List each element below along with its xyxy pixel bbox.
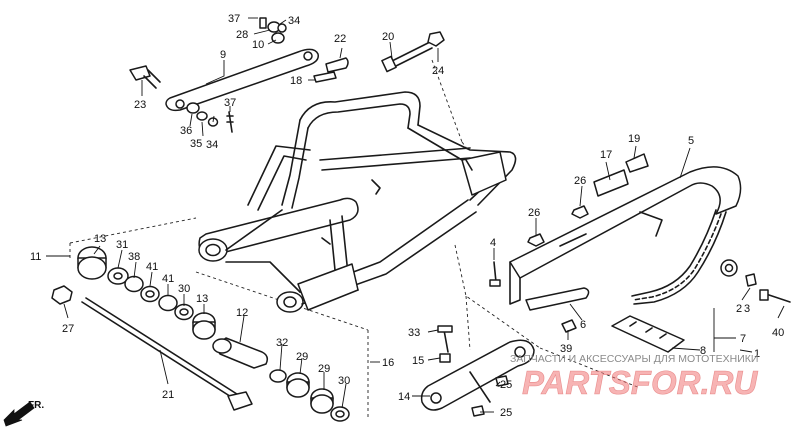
- callout-31: 31: [116, 239, 128, 251]
- callout-3: 3: [744, 303, 750, 315]
- callout-4: 4: [490, 237, 496, 249]
- callout-21: 21: [162, 389, 174, 401]
- callout-22: 22: [334, 33, 346, 45]
- callout-41: 41: [146, 261, 158, 273]
- callout-27: 27: [62, 323, 74, 335]
- callout-10: 10: [252, 39, 264, 51]
- callout-13: 13: [94, 233, 106, 245]
- callout-28: 28: [236, 29, 248, 41]
- callout-15: 15: [412, 355, 424, 367]
- callout-32: 32: [276, 337, 288, 349]
- callout-numbers: 37 34 28 10 9 22 20 24 18 23 37 36 35 34…: [30, 13, 784, 419]
- callout-30: 30: [178, 283, 190, 295]
- chain-guard: [489, 153, 742, 305]
- lower-link: [420, 325, 535, 417]
- watermark-logo: PARTSFOR.RU: [522, 364, 758, 401]
- front-arrow-icon: [3, 401, 35, 427]
- swingarm-frame: [198, 91, 517, 313]
- callout-1: 1: [754, 348, 760, 360]
- callout-17: 17: [600, 149, 612, 161]
- callout-30: 30: [338, 375, 350, 387]
- callout-26: 26: [528, 207, 540, 219]
- callout-25: 25: [500, 379, 512, 391]
- callout-25: 25: [500, 407, 512, 419]
- callout-40: 40: [772, 327, 784, 339]
- callout-8: 8: [700, 345, 706, 357]
- callout-33: 33: [408, 327, 420, 339]
- callout-23: 23: [134, 99, 146, 111]
- pivot-hardware: [51, 246, 253, 411]
- callout-13: 13: [196, 293, 208, 305]
- right-pivot-hardware: [212, 337, 350, 422]
- callout-35: 35: [190, 138, 202, 150]
- callout-20: 20: [382, 31, 394, 43]
- callout-5: 5: [688, 135, 694, 147]
- callout-6: 6: [580, 319, 586, 331]
- callout-2: 2: [736, 303, 742, 315]
- chain-slider: [525, 287, 685, 353]
- callout-19: 19: [628, 133, 640, 145]
- front-label: FR.: [28, 400, 44, 411]
- callout-29: 29: [318, 363, 330, 375]
- callout-9: 9: [220, 49, 226, 61]
- callout-26: 26: [574, 175, 586, 187]
- callout-12: 12: [236, 307, 248, 319]
- callout-18: 18: [290, 75, 302, 87]
- callout-24: 24: [432, 65, 444, 77]
- callout-37: 37: [224, 97, 236, 109]
- callout-34: 34: [288, 15, 300, 27]
- callout-34: 34: [206, 139, 218, 151]
- drive-chain: [631, 209, 791, 305]
- watermark: ЗАПЧАСТИ И АКСЕССУАРЫ ДЛЯ МОТОТЕХНИКИ PA…: [510, 353, 759, 401]
- callout-37: 37: [228, 13, 240, 25]
- callout-16: 16: [382, 357, 394, 369]
- callout-29: 29: [296, 351, 308, 363]
- callout-38: 38: [128, 251, 140, 263]
- watermark-caption: ЗАПЧАСТИ И АКСЕССУАРЫ ДЛЯ МОТОТЕХНИКИ: [510, 353, 758, 365]
- callout-7: 7: [740, 333, 746, 345]
- callout-36: 36: [180, 125, 192, 137]
- callout-39: 39: [560, 343, 572, 355]
- front-direction-marker: FR.: [3, 400, 44, 427]
- callout-41: 41: [162, 273, 174, 285]
- callout-11: 11: [30, 251, 41, 263]
- leader-lines: [46, 17, 785, 413]
- upper-bolts: [129, 31, 445, 89]
- callout-14: 14: [398, 391, 410, 403]
